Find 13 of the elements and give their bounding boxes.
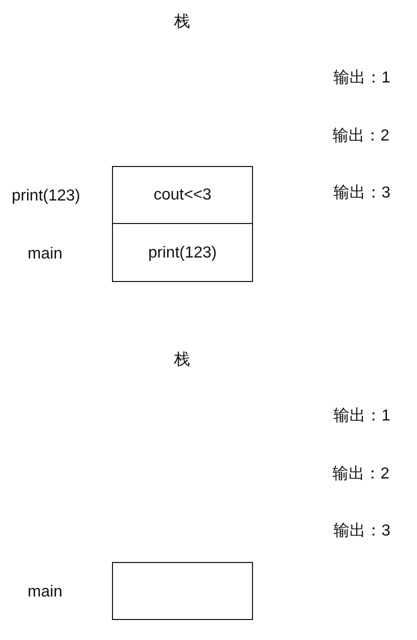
frame-text: cout<<3: [154, 185, 212, 205]
function-name: print(123): [12, 186, 80, 206]
stack-heading: 栈: [174, 350, 190, 370]
output-line: 输出：1: [334, 406, 390, 426]
output-line: 输出：2: [332, 126, 390, 146]
output-line: 输出：3: [334, 183, 390, 203]
function-name: main: [28, 582, 62, 602]
function-name: main: [28, 244, 62, 264]
stack-heading: 栈: [174, 12, 190, 32]
output-line: 输出：2: [332, 464, 390, 484]
output-line: 输出：3: [334, 521, 390, 541]
output-line: 输出：1: [334, 68, 390, 88]
frame-text: print(123): [148, 242, 217, 262]
